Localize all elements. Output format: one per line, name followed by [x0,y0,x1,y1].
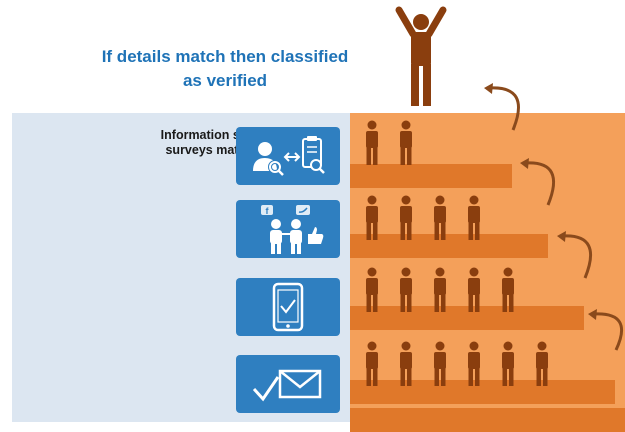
profile-match-icon [253,136,325,176]
person-icon [400,267,412,312]
arrowhead [484,83,493,94]
person-icon [366,120,378,165]
person-icon [400,341,412,386]
person-icon [434,267,446,312]
social-follow-icon-box: f [236,200,340,258]
winner-figure [395,6,447,106]
winner-head [413,14,429,30]
person-icon [366,341,378,386]
mobile-phone-icon-box [236,278,340,336]
email-icon-box [236,355,340,413]
winner-leg [411,64,419,106]
person-icon [434,195,446,240]
social-follow-icon: f [261,205,324,254]
person-icon [502,267,514,312]
person-icon [536,341,548,386]
staircase [350,113,625,432]
winner-leg [423,64,431,106]
person-icon [400,195,412,240]
curved-arrow [525,161,556,206]
people-group [366,120,548,386]
curved-arrow [593,312,624,351]
profile-match-icon-box [236,127,340,185]
stair-tread [350,234,548,258]
person-icon [468,267,480,312]
headline-line-1: If details match then classified [101,47,349,66]
top-person-icon [395,6,447,106]
curved-arrow [562,234,593,279]
person-icon [502,341,514,386]
stair-tread [350,380,615,404]
arrowhead [588,309,597,320]
stair-tread [350,408,625,432]
winner-torso [411,32,431,66]
person-icon [468,341,480,386]
person-icon [366,267,378,312]
email-icon [252,369,322,402]
person-icon [400,120,412,165]
person-icon [434,341,446,386]
arrowhead [557,231,566,242]
person-icon [366,195,378,240]
stair-tread [350,306,584,330]
svg-text:f: f [266,206,270,216]
curved-arrow [489,86,520,131]
headline-line-2: as verified [182,71,268,90]
winner-arm [425,6,447,38]
winner-arm [395,6,417,38]
person-icon [468,195,480,240]
mobile-phone-icon [272,282,304,332]
headline: If details match then classified as veri… [50,45,400,93]
arrowhead [520,158,529,169]
stair-tread [350,164,512,188]
progress-arrows [484,83,624,351]
